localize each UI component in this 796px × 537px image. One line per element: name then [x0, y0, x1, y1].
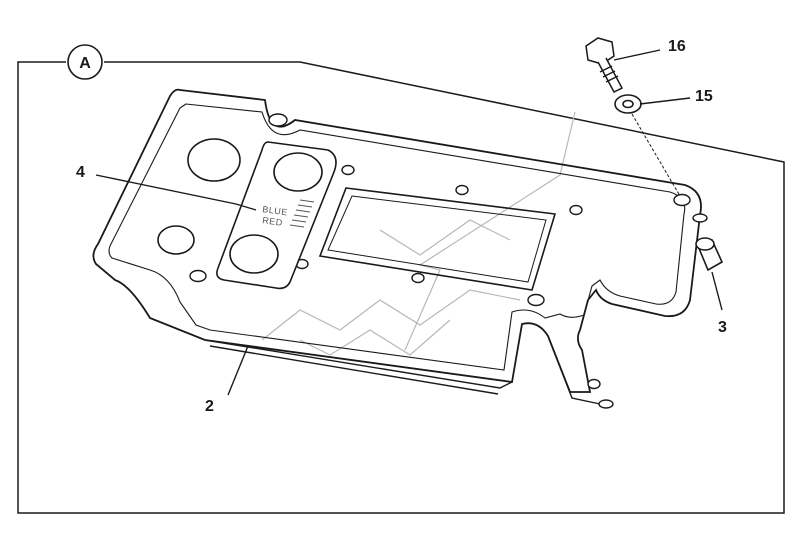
callout-bolt: 16 — [668, 38, 686, 55]
panel-plate — [92, 88, 702, 405]
panel-feet — [598, 213, 708, 409]
gasket-stamp-line2: RED — [262, 215, 284, 228]
callout-bushing: 3 — [718, 319, 727, 336]
gasket-hole-lower — [229, 234, 279, 274]
callout-panel: 2 — [205, 398, 214, 415]
view-label-a: A — [67, 44, 103, 80]
leader-lines — [95, 49, 723, 396]
view-frame — [17, 61, 785, 514]
callout-labels: 16 15 3 4 2 — [76, 38, 727, 415]
callout-washer: 15 — [695, 88, 713, 105]
washer — [614, 94, 642, 114]
gasket-stamp-line1: BLUE — [262, 204, 289, 217]
assembly-line — [631, 113, 681, 197]
gasket-hatch — [289, 199, 315, 228]
svg-text:A: A — [79, 55, 91, 72]
bolt — [585, 37, 624, 93]
panel-openings — [157, 138, 241, 255]
panel-holes — [189, 113, 691, 390]
callout-gasket: 4 — [76, 164, 85, 181]
gasket: BLUE RED — [216, 141, 337, 290]
gasket-hole-upper — [273, 152, 323, 192]
bushing — [695, 237, 724, 272]
